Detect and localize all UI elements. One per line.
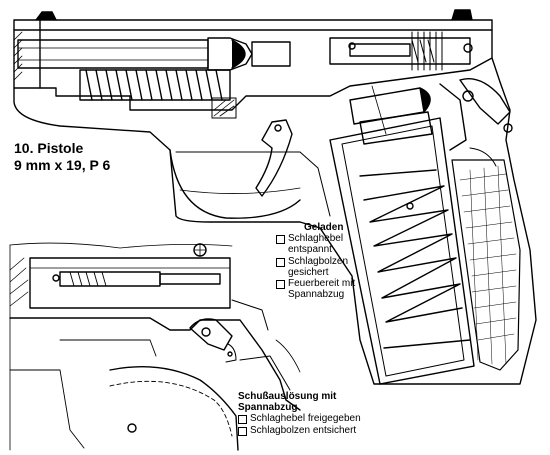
barrel: [17, 37, 291, 71]
checkbox-icon: [276, 235, 285, 245]
breech-block: [329, 37, 473, 65]
checkbox-icon: [238, 426, 247, 436]
legend-loaded-heading: Geladen: [304, 222, 344, 233]
checkbox-icon: [276, 257, 285, 267]
grip-panel: [451, 159, 521, 371]
legend-option-text: Schlagbolzen entsichert: [250, 424, 357, 436]
detail-inset: [9, 242, 301, 451]
figure-subtitle: 9 mm x 19, P 6: [14, 157, 111, 173]
legend-option: Feuerbereit mit Spannabzug: [276, 278, 386, 300]
hammer-mechanism: [439, 78, 513, 167]
frame: [13, 57, 537, 385]
legend-option: Schlaghebel freigegeben: [238, 413, 418, 425]
legend-loaded: Geladen Schlaghebel entspannt Schlagbolz…: [276, 222, 386, 300]
legend-option-text: Schlagbolzen gesichert: [288, 255, 349, 278]
legend-option: Schlaghebel entspannt: [276, 233, 386, 255]
recoil-spring: [79, 69, 237, 119]
legend-firing-heading: Schußauslösung mit Spannabzug: [238, 391, 337, 414]
figure-title: 10. Pistole: [14, 140, 84, 156]
legend-option-text: Feuerbereit mit Spannabzug: [288, 277, 356, 301]
checkbox-icon: [238, 415, 247, 425]
legend-option-text: Schlaghebel freigegeben: [250, 413, 361, 425]
magazine: [329, 85, 475, 385]
legend-firing: Schußauslösung mit Spannabzug Schlaghebe…: [238, 391, 418, 436]
legend-option: Schlagbolzen entsichert: [238, 425, 418, 436]
legend-option-text: Schlaghebel entspannt: [288, 233, 344, 256]
legend-option: Schlagbolzen gesichert: [276, 256, 386, 278]
checkbox-icon: [276, 279, 285, 289]
